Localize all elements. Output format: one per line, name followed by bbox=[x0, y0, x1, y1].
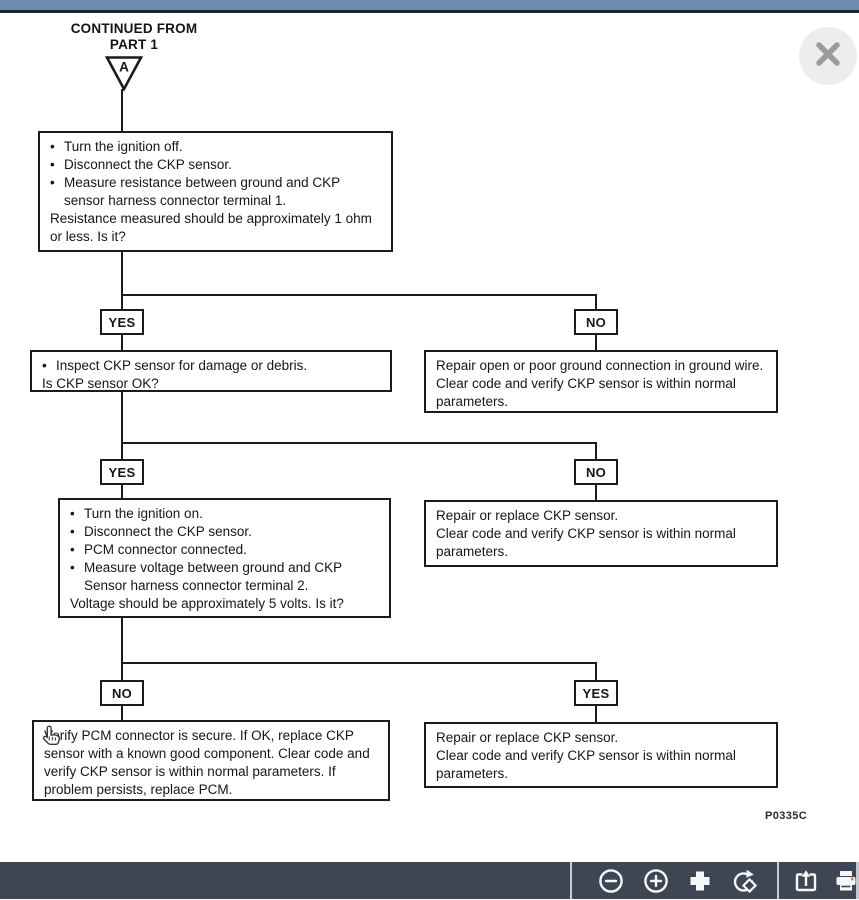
bullet-item: • Turn the ignition on. bbox=[70, 505, 379, 523]
decision-tag-yes: YES bbox=[574, 680, 618, 706]
action-box-replace-sensor-1: Repair or replace CKP sensor. Clear code… bbox=[424, 500, 778, 567]
question-text: Voltage should be approximately 5 volts.… bbox=[70, 596, 344, 611]
bullet-marker: • bbox=[50, 139, 55, 154]
connector-line bbox=[121, 294, 123, 309]
toolbar-separator bbox=[777, 862, 779, 899]
connector-line bbox=[121, 442, 123, 459]
bullet-text: Measure resistance between ground and CK… bbox=[64, 175, 340, 208]
connector-line bbox=[121, 335, 123, 350]
bullet-text: Turn the ignition on. bbox=[84, 506, 203, 521]
connector-line bbox=[121, 618, 123, 664]
connector-line bbox=[121, 442, 597, 444]
toolbar-separator bbox=[570, 862, 572, 899]
connector-line bbox=[595, 442, 597, 459]
connector-a-symbol: A bbox=[104, 55, 144, 97]
bullet-text: PCM connector connected. bbox=[84, 542, 247, 557]
question-text: Resistance measured should be approximat… bbox=[50, 211, 372, 244]
bullet-marker: • bbox=[70, 506, 75, 521]
figure-code: P0335C bbox=[765, 810, 808, 822]
bullet-marker: • bbox=[50, 175, 55, 190]
viewer-toolbar bbox=[0, 862, 859, 899]
svg-text:A: A bbox=[119, 60, 129, 75]
rotate-icon[interactable] bbox=[730, 867, 758, 895]
connector-line bbox=[121, 706, 123, 720]
close-button[interactable] bbox=[799, 27, 857, 85]
connector-line bbox=[595, 485, 597, 500]
title-line-1: CONTINUED FROM bbox=[70, 21, 198, 36]
step-box-inspect-sensor: • Inspect CKP sensor for damage or debri… bbox=[30, 350, 392, 392]
bullet-item: • Disconnect the CKP sensor. bbox=[70, 523, 379, 541]
scrollbar-edge bbox=[856, 862, 859, 899]
action-box-repair-ground: Repair open or poor ground connection in… bbox=[424, 350, 778, 413]
connector-line bbox=[121, 485, 123, 498]
decision-tag-no: NO bbox=[574, 309, 618, 335]
fit-to-screen-icon[interactable] bbox=[686, 867, 714, 895]
bullet-item: • Inspect CKP sensor for damage or debri… bbox=[42, 357, 380, 375]
bullet-marker: • bbox=[42, 358, 47, 373]
bullet-item: • Measure resistance between ground and … bbox=[50, 174, 381, 210]
bullet-text: Turn the ignition off. bbox=[64, 139, 183, 154]
decision-tag-yes: YES bbox=[100, 309, 144, 335]
bullet-text: Disconnect the CKP sensor. bbox=[64, 157, 232, 172]
decision-tag-no: NO bbox=[574, 459, 618, 485]
no-label: NO bbox=[585, 314, 607, 330]
bullet-item: • Turn the ignition off. bbox=[50, 138, 381, 156]
bullet-marker: • bbox=[50, 157, 55, 172]
connector-line bbox=[121, 662, 597, 664]
window-title-bar bbox=[0, 0, 859, 10]
connector-line bbox=[121, 89, 123, 131]
action-text-line: Clear code and verify CKP sensor is with… bbox=[436, 526, 736, 559]
step-box-voltage-check: • Turn the ignition on. • Disconnect the… bbox=[58, 498, 391, 618]
step-box-resistance-check: • Turn the ignition off. • Disconnect th… bbox=[38, 131, 393, 252]
bullet-marker: • bbox=[70, 560, 75, 575]
yes-label: YES bbox=[108, 464, 136, 480]
no-label: NO bbox=[111, 685, 133, 701]
action-text: Verify PCM connector is secure. If OK, r… bbox=[44, 728, 370, 797]
flowchart-title: CONTINUED FROM PART 1 bbox=[49, 21, 219, 53]
connector-line bbox=[595, 662, 597, 680]
open-external-icon[interactable] bbox=[792, 867, 820, 895]
yes-label: YES bbox=[582, 685, 610, 701]
connector-line bbox=[121, 392, 123, 444]
connector-line bbox=[595, 335, 597, 350]
close-icon bbox=[811, 37, 845, 76]
bullet-marker: • bbox=[70, 524, 75, 539]
action-box-replace-sensor-2: Repair or replace CKP sensor. Clear code… bbox=[424, 722, 778, 788]
action-text: Repair open or poor ground connection in… bbox=[436, 358, 764, 409]
print-icon[interactable] bbox=[832, 867, 859, 895]
action-box-verify-pcm: Verify PCM connector is secure. If OK, r… bbox=[32, 720, 390, 801]
zoom-out-icon[interactable] bbox=[597, 867, 625, 895]
zoom-in-icon[interactable] bbox=[642, 867, 670, 895]
bullet-item: • Disconnect the CKP sensor. bbox=[50, 156, 381, 174]
bullet-text: Measure voltage between ground and CKP S… bbox=[84, 560, 342, 593]
title-bar-border bbox=[0, 10, 859, 13]
bullet-text: Disconnect the CKP sensor. bbox=[84, 524, 252, 539]
action-text-line: Clear code and verify CKP sensor is with… bbox=[436, 748, 736, 781]
decision-tag-yes: YES bbox=[100, 459, 144, 485]
no-label: NO bbox=[585, 464, 607, 480]
action-text-line: Repair or replace CKP sensor. bbox=[436, 508, 619, 523]
bullet-text: Inspect CKP sensor for damage or debris. bbox=[56, 358, 308, 373]
connector-line bbox=[595, 706, 597, 722]
connector-line bbox=[121, 294, 597, 296]
bullet-item: • PCM connector connected. bbox=[70, 541, 379, 559]
yes-label: YES bbox=[108, 314, 136, 330]
connector-line bbox=[121, 662, 123, 680]
decision-tag-no: NO bbox=[100, 680, 144, 706]
action-text-line: Repair or replace CKP sensor. bbox=[436, 730, 619, 745]
bullet-marker: • bbox=[70, 542, 75, 557]
question-text: Is CKP sensor OK? bbox=[42, 376, 159, 391]
title-line-2: PART 1 bbox=[109, 37, 159, 52]
connector-line bbox=[595, 294, 597, 309]
bullet-item: • Measure voltage between ground and CKP… bbox=[70, 559, 379, 595]
connector-line bbox=[121, 252, 123, 296]
